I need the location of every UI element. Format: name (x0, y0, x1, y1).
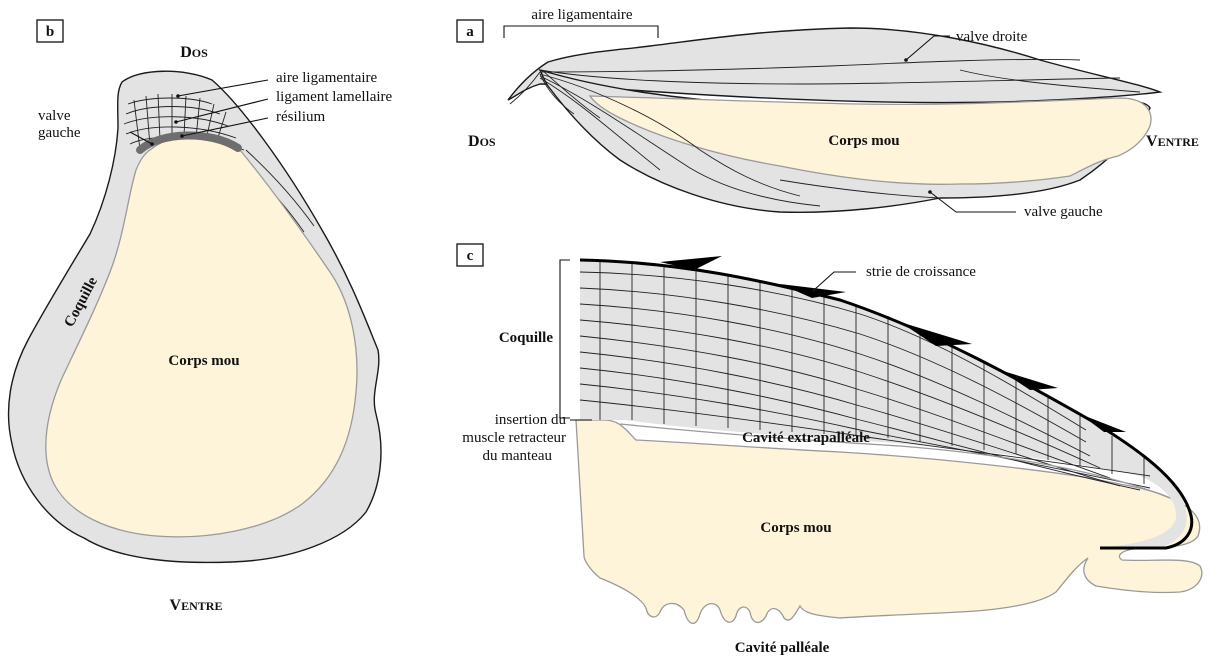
label-c-coquille: Coquille (499, 330, 554, 346)
label-b-aire-ligamentaire: aire ligamentaire (276, 70, 378, 86)
label-c-insertion-3: du manteau (482, 448, 552, 464)
panel-a-letter: a (466, 24, 474, 40)
label-a-corps-mou: Corps mou (828, 133, 899, 149)
label-c-corps-mou: Corps mou (760, 520, 831, 536)
panel-a-bracket (504, 26, 658, 38)
label-b-ventre: VENTRE (170, 597, 223, 614)
leader-c-strie (814, 272, 856, 290)
label-c-strie: strie de croissance (866, 264, 976, 280)
label-c-insertion-1: insertion du (495, 412, 567, 428)
label-a-dos: DOS (468, 133, 496, 150)
label-b-corps-mou: Corps mou (168, 353, 239, 369)
label-c-insertion-2: muscle retracteur (462, 430, 566, 446)
panel-c-letter: c (467, 248, 474, 264)
label-b-ligament-lamellaire: ligament lamellaire (276, 89, 393, 105)
panel-c: c (457, 244, 1202, 656)
panel-b: b (9, 20, 393, 614)
label-b-dos: DOS (180, 44, 208, 61)
panel-b-soft-body (46, 134, 357, 537)
label-a-ventre: VENTRE (1146, 133, 1199, 150)
label-c-cavite-extra: Cavité extrapalléale (742, 430, 870, 446)
panel-b-letter: b (46, 24, 54, 40)
label-c-cavite-palleale: Cavité palléale (735, 640, 830, 656)
label-b-valve-line1: valve (38, 108, 71, 124)
label-b-valve-line2: gauche (38, 125, 81, 141)
label-a-valve-droite: valve droite (956, 29, 1028, 45)
label-a-valve-gauche: valve gauche (1024, 204, 1103, 220)
panel-c-bracket (560, 260, 570, 418)
panel-a: a aire ligamentaire valve droite (457, 7, 1199, 220)
label-a-aire-ligamentaire: aire ligamentaire (531, 7, 633, 23)
label-b-resilium: résilium (276, 109, 325, 125)
